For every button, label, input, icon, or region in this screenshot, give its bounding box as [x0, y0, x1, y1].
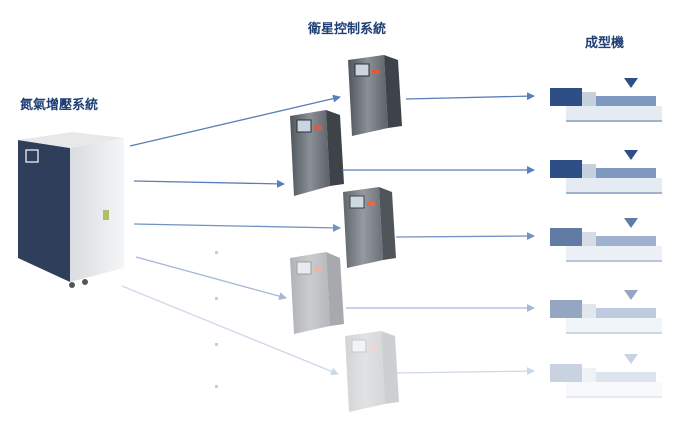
molding-machine-4: [550, 290, 662, 334]
molding-machine-1: [550, 78, 662, 122]
generator-label: 氮氣增壓系統: [20, 98, 99, 113]
molding-machine-3: [550, 218, 662, 262]
controller-label: 衛星控制系統: [308, 22, 387, 37]
satellite-controller-1: [348, 55, 402, 136]
molding-machine-2: [550, 150, 662, 194]
arrow-ctrl-machine-1: [405, 92, 535, 101]
satellite-controller-5: [345, 331, 399, 412]
arrow-ctrl-machine-5: [396, 367, 535, 376]
molding-machine-label: 成型機: [585, 36, 625, 51]
satellite-controller-4: [290, 252, 344, 334]
nitrogen-generator: [18, 132, 124, 288]
arrow-gen-ctrl-4: [135, 256, 287, 301]
decor-dots: [215, 251, 218, 388]
arrow-ctrl-machine-3: [395, 232, 535, 241]
arrows-generator-to-controllers: [121, 94, 341, 376]
molding-machine-5: [550, 354, 662, 398]
satellite-controller-2: [290, 110, 344, 196]
arrow-gen-ctrl-2: [133, 179, 285, 188]
satellite-controller-3: [343, 187, 396, 268]
arrow-gen-ctrl-5: [121, 285, 339, 376]
arrows-controllers-to-machines: [342, 92, 535, 376]
arrow-gen-ctrl-1: [129, 94, 341, 147]
arrow-gen-ctrl-3: [133, 223, 341, 232]
